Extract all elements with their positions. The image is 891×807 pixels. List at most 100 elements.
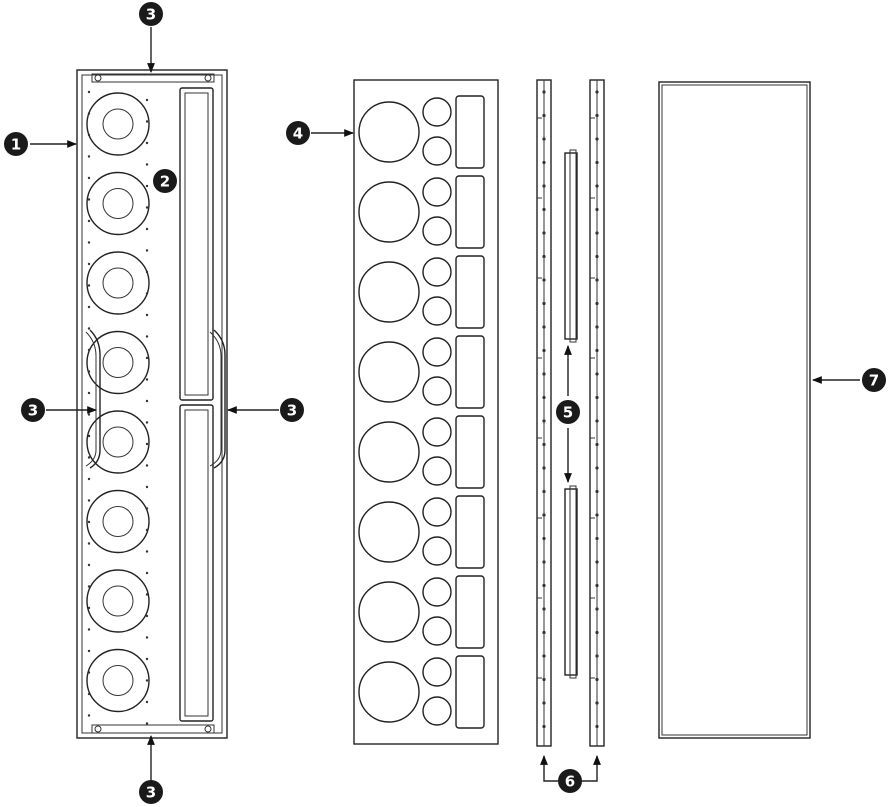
- grille-small-cutout: [422, 497, 452, 527]
- rail-hole: [542, 348, 546, 353]
- screw: [87, 305, 91, 309]
- mounting-rail-left: [536, 79, 552, 747]
- rail-hole: [542, 560, 546, 564]
- svg-text:3: 3: [28, 402, 38, 420]
- screw: [145, 679, 149, 682]
- screw: [145, 636, 149, 639]
- screw: [145, 571, 149, 575]
- rail-hole: [595, 724, 599, 729]
- screw: [145, 313, 149, 317]
- screw: [87, 542, 91, 545]
- rail-hole: [595, 372, 599, 376]
- rail-hole: [595, 113, 599, 118]
- rail-hole: [595, 513, 599, 517]
- grille-small-cutout: [422, 97, 452, 127]
- screw: [87, 391, 91, 395]
- screw: [87, 649, 91, 653]
- rail-hole: [595, 419, 599, 423]
- screw: [87, 413, 91, 416]
- screw: [87, 520, 91, 524]
- rail-hole: [542, 654, 546, 658]
- rail-hole: [542, 113, 546, 118]
- speaker-baffle: [76, 69, 228, 739]
- rail-hole: [542, 513, 546, 517]
- screw: [145, 141, 149, 145]
- woofer: [86, 648, 150, 713]
- rail-hole: [542, 278, 546, 282]
- svg-text:5: 5: [563, 404, 573, 422]
- screw: [145, 335, 149, 338]
- woofer-cone: [102, 506, 134, 537]
- screw: [145, 485, 149, 489]
- grille-small-cutout: [422, 456, 452, 486]
- screw: [87, 112, 91, 115]
- screw: [145, 206, 149, 209]
- rail-hole: [595, 442, 599, 447]
- grille-small-cutout: [422, 577, 452, 607]
- woofer-group: [86, 92, 150, 713]
- rail-hole: [595, 231, 599, 235]
- tweeter-panel-upper: [179, 87, 214, 401]
- mounting-rail-right: [589, 79, 605, 747]
- svg-text:4: 4: [293, 125, 303, 143]
- rail-hole: [595, 677, 599, 682]
- screw: [145, 528, 149, 532]
- rail-hole: [542, 466, 546, 470]
- grille-small-cutout: [422, 257, 452, 287]
- rail-hole: [595, 254, 599, 259]
- screw: [145, 270, 149, 274]
- screw: [145, 442, 149, 446]
- woofer: [86, 410, 150, 474]
- woofer: [86, 251, 150, 315]
- rail-hole: [542, 442, 546, 447]
- woofer-cone: [102, 267, 134, 299]
- woofer: [86, 171, 150, 236]
- screw: [145, 700, 149, 704]
- rail-hole: [542, 583, 546, 588]
- screw: [87, 90, 91, 94]
- rail-hole: [542, 90, 546, 94]
- grille-small-cutout: [422, 177, 452, 207]
- callout-6: 6: [558, 769, 582, 793]
- callout-3-left: 3: [21, 398, 45, 422]
- svg-text:1: 1: [11, 136, 21, 154]
- bracket-lower: [564, 485, 578, 679]
- rail-hole: [595, 701, 599, 705]
- screw: [145, 657, 149, 661]
- screw: [145, 163, 149, 166]
- svg-text:6: 6: [565, 773, 575, 791]
- rail-hole: [595, 90, 599, 94]
- rail-hole: [595, 348, 599, 353]
- screw: [87, 456, 91, 459]
- rail-hole: [542, 160, 546, 165]
- svg-text:3: 3: [287, 402, 297, 420]
- rail-hole: [542, 254, 546, 259]
- grille-frame: [353, 79, 499, 745]
- rail-hole: [595, 654, 599, 658]
- screw: [87, 241, 91, 244]
- rail-hole: [595, 630, 599, 635]
- rail-hole: [542, 325, 546, 329]
- grille-small-cutout: [422, 696, 452, 726]
- woofer-cone: [102, 585, 134, 617]
- woofer-cone: [102, 665, 134, 696]
- screw: [87, 477, 91, 481]
- screw: [145, 593, 149, 596]
- callout-3-top: 3: [139, 2, 163, 26]
- grille-small-cutout: [422, 136, 452, 166]
- woofer: [86, 330, 150, 395]
- grille-slot-cutout: [455, 255, 485, 329]
- rail-hole: [595, 301, 599, 306]
- rail-hole: [595, 278, 599, 282]
- screw: [87, 585, 91, 588]
- rail-hole: [595, 560, 599, 564]
- grille-small-cutout: [422, 296, 452, 326]
- screw: [145, 614, 149, 618]
- rail-hole: [542, 137, 546, 141]
- screw: [145, 98, 149, 102]
- rail-hole: [595, 489, 599, 494]
- screw: [145, 550, 149, 553]
- grille-slot-cutout: [455, 415, 485, 489]
- rail-hole: [542, 536, 546, 541]
- screw: [87, 628, 91, 631]
